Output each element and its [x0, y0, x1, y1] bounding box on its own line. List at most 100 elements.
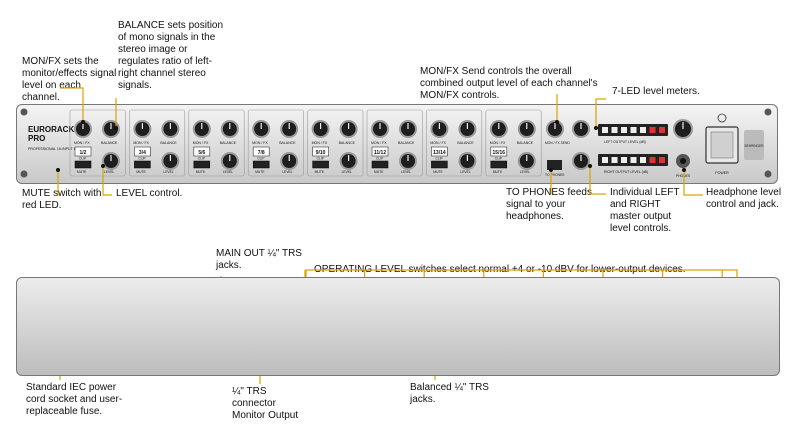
mute-button-6[interactable] [431, 160, 448, 169]
behringer-logo-badge [744, 130, 764, 160]
mute-button-5[interactable] [371, 160, 389, 169]
clip-label-2: CLIP [198, 157, 206, 161]
right-meter-led-0 [602, 157, 608, 163]
dot-level [101, 164, 105, 168]
dot-headphone [682, 168, 686, 172]
callout-to-phones: TO PHONES feeds signal to your headphone… [506, 187, 592, 222]
channel-label-4: 9/10 [316, 150, 326, 156]
front-brand-pro: PRO [28, 134, 45, 143]
mute-button-3[interactable] [252, 160, 270, 169]
line-master [589, 166, 606, 195]
power-switch-face [710, 131, 734, 159]
dot-mute [56, 168, 60, 172]
channel-id-box-3 [252, 146, 270, 157]
callout-iec: Standard IEC power cord socket and user-… [26, 382, 123, 417]
mute-label-3: MUTE [255, 170, 265, 174]
balance-label-7: BALANCE [517, 141, 534, 145]
left-meter-led-4 [640, 127, 646, 133]
dot-monfx-send [555, 120, 559, 124]
monfx-label-6: MON / FX [430, 141, 446, 145]
callout-level: LEVEL control. [116, 188, 183, 199]
rear-panel [16, 277, 780, 376]
channel-id-box-2 [193, 146, 211, 157]
line-headphone [683, 170, 703, 196]
level-label-1: LEVEL [163, 170, 173, 174]
dot-master [588, 164, 592, 168]
mute-label-5: MUTE [374, 170, 384, 174]
dot-to-phones [549, 168, 553, 172]
callout-meters: 7-LED level meters. [612, 86, 700, 97]
mute-label-6: MUTE [433, 170, 443, 174]
clip-label-0: CLIP [79, 157, 87, 161]
phones-label: PHONES [676, 174, 691, 178]
balance-label-0: BALANCE [101, 141, 118, 145]
mute-button-1[interactable] [134, 160, 151, 169]
channel-id-box-5 [371, 146, 389, 157]
callout-mute: MUTE switch with red LED. [22, 188, 102, 211]
left-meter-led-3 [630, 127, 637, 133]
monfx-label-4: MON / FX [312, 141, 328, 145]
dot-meters [594, 126, 598, 130]
left-meter-led-1 [611, 127, 618, 133]
monfx-label-1: MON / FX [133, 141, 149, 145]
mute-label-4: MUTE [315, 170, 325, 174]
front-panel [16, 104, 778, 184]
balance-label-3: BALANCE [279, 141, 296, 145]
level-label-3: LEVEL [282, 170, 292, 174]
callout-balance: BALANCE sets position of mono signals in… [118, 20, 224, 91]
callout-trs-monitor: ¼" TRS connector Monitor Output [232, 386, 299, 421]
rack-screw-front-2 [764, 108, 772, 116]
left-meter-led-0 [602, 127, 608, 133]
channel-label-3: 7/8 [258, 150, 265, 156]
channel-label-7: 15/16 [493, 150, 506, 156]
mute-label-1: MUTE [136, 170, 146, 174]
monfx-label-7: MON / FX [490, 141, 506, 145]
channel-strip-2 [188, 109, 245, 177]
clip-label-1: CLIP [138, 157, 146, 161]
callout-monfx-send: MON/FX Send controls the overall combine… [420, 66, 598, 101]
clip-label-5: CLIP [376, 157, 384, 161]
channel-label-1: 3/4 [139, 150, 146, 156]
mute-button-4[interactable] [312, 160, 329, 169]
balance-label-6: BALANCE [457, 141, 474, 145]
mute-button-2[interactable] [193, 160, 211, 169]
channel-label-0: 1/2 [80, 150, 87, 156]
channel-id-box-6 [431, 146, 448, 157]
level-label-5: LEVEL [401, 170, 411, 174]
right-meter-led-6 [659, 157, 665, 163]
mute-label-7: MUTE [493, 170, 503, 174]
monfx-label-3: MON / FX [252, 141, 268, 145]
clip-label-7: CLIP [495, 157, 503, 161]
channel-strip-1 [129, 109, 186, 177]
channel-label-2: 5/6 [198, 150, 205, 156]
to-phones-button[interactable] [547, 160, 562, 170]
left-meter-led-2 [621, 127, 627, 133]
dot-balance [114, 126, 118, 130]
mute-label-2: MUTE [196, 170, 206, 174]
phones-jack-hole [680, 158, 686, 164]
level-label-2: LEVEL [223, 170, 233, 174]
channel-label-6: 13/14 [433, 150, 446, 156]
front-brand: EURORACK [28, 125, 74, 134]
to-phones-label: TO PHONES [545, 173, 565, 177]
right-meter-led-2 [621, 157, 627, 163]
mute-button-7[interactable] [490, 160, 508, 169]
front-model-desc: PROFESSIONAL 16-INPUT LOW-NOI [28, 147, 89, 151]
power-label: POWER [715, 171, 729, 175]
balance-label-4: BALANCE [339, 141, 356, 145]
level-label-0: LEVEL [104, 170, 114, 174]
channel-id-box-4 [312, 146, 329, 157]
right-meter-led-5 [649, 157, 656, 163]
clip-label-4: CLIP [317, 157, 325, 161]
right-meter-led-3 [630, 157, 637, 163]
monfx-label-0: MON / FX [74, 141, 90, 145]
monfx-label-2: MON / FX [193, 141, 209, 145]
power-icon [717, 113, 727, 123]
monfx-label-5: MON / FX [371, 141, 387, 145]
level-label-7: LEVEL [520, 170, 530, 174]
balance-label-2: BALANCE [220, 141, 237, 145]
callout-main-out: MAIN OUT ¼" TRS jacks. [216, 248, 302, 271]
channel-strip-0 [69, 109, 126, 177]
mute-button-0[interactable] [74, 160, 92, 169]
line-meters [595, 98, 606, 128]
